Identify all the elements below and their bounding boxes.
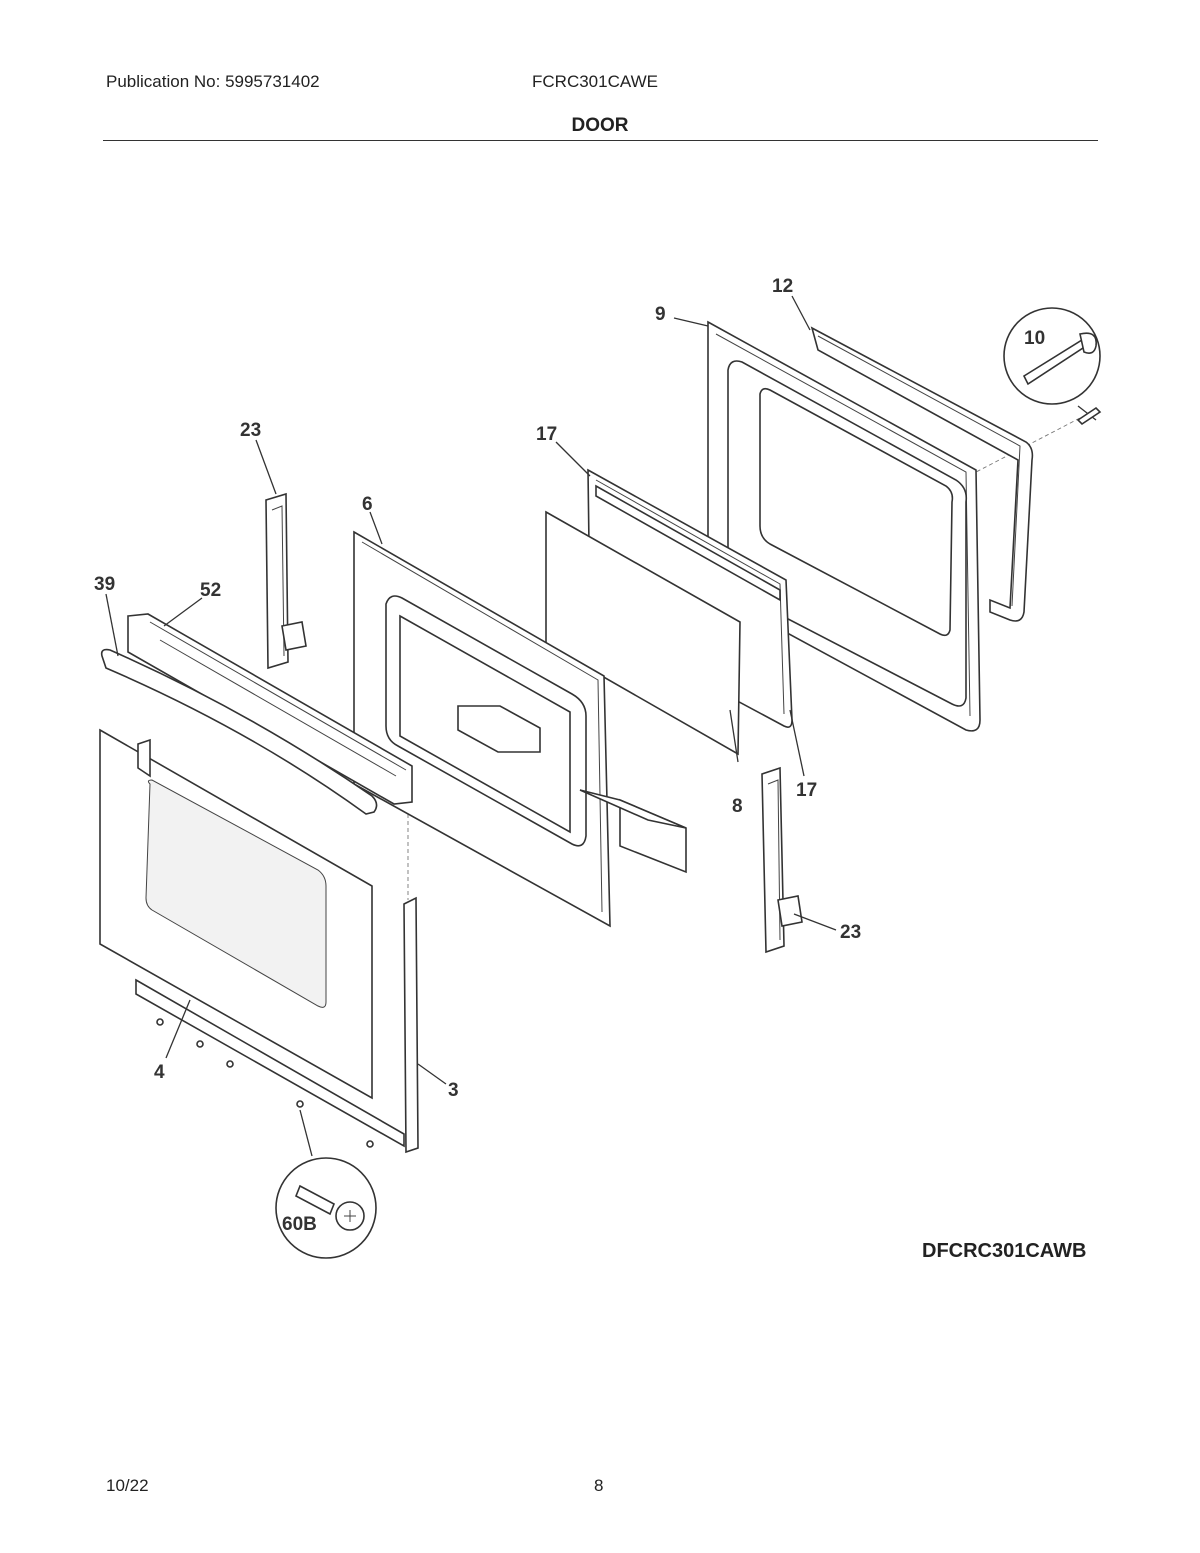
diagram-code: DFCRC301CAWB [922,1240,1087,1262]
callout-17-upper: 17 [536,424,557,445]
insulation-block [579,789,687,874]
door-handle-part-39 [100,648,378,815]
hinge-lower-part-23 [761,766,803,954]
vent-trim-part-52 [127,613,413,805]
outer-door-panel-part-4 [99,728,405,1148]
callout-60b: 60B [282,1214,317,1235]
model-number: FCRC301CAWE [532,72,658,91]
callout-52: 52 [200,580,221,601]
screws [156,1018,374,1148]
side-trim-part-3 [403,896,419,1154]
page-number: 8 [594,1476,604,1495]
outer-door-liner-part-9 [707,320,981,732]
callout-23-lower: 23 [840,922,861,943]
callout-39: 39 [94,574,115,595]
header-rule [103,140,1098,141]
inner-door-frame-part-6 [353,530,611,928]
callout-23-upper: 23 [240,420,261,441]
leader-lines [105,295,837,1157]
hinge-upper-part-23 [265,492,307,670]
callout-8: 8 [732,796,743,817]
screw-detail-part-10 [1003,307,1102,426]
door-gasket-part-12 [810,326,1034,622]
revision-date: 10/22 [106,1476,149,1495]
glass-pane-part-8 [545,510,741,756]
callout-6: 6 [362,494,373,515]
callout-9: 9 [655,304,666,325]
callout-4: 4 [154,1062,165,1083]
callout-3: 3 [448,1080,459,1101]
screw-detail-part-60b [275,1157,377,1259]
publication-number: Publication No: 5995731402 [106,72,320,91]
callout-17-lower: 17 [796,780,817,801]
callout-10: 10 [1024,328,1045,349]
callout-12: 12 [772,276,793,297]
section-title: DOOR [571,115,629,136]
